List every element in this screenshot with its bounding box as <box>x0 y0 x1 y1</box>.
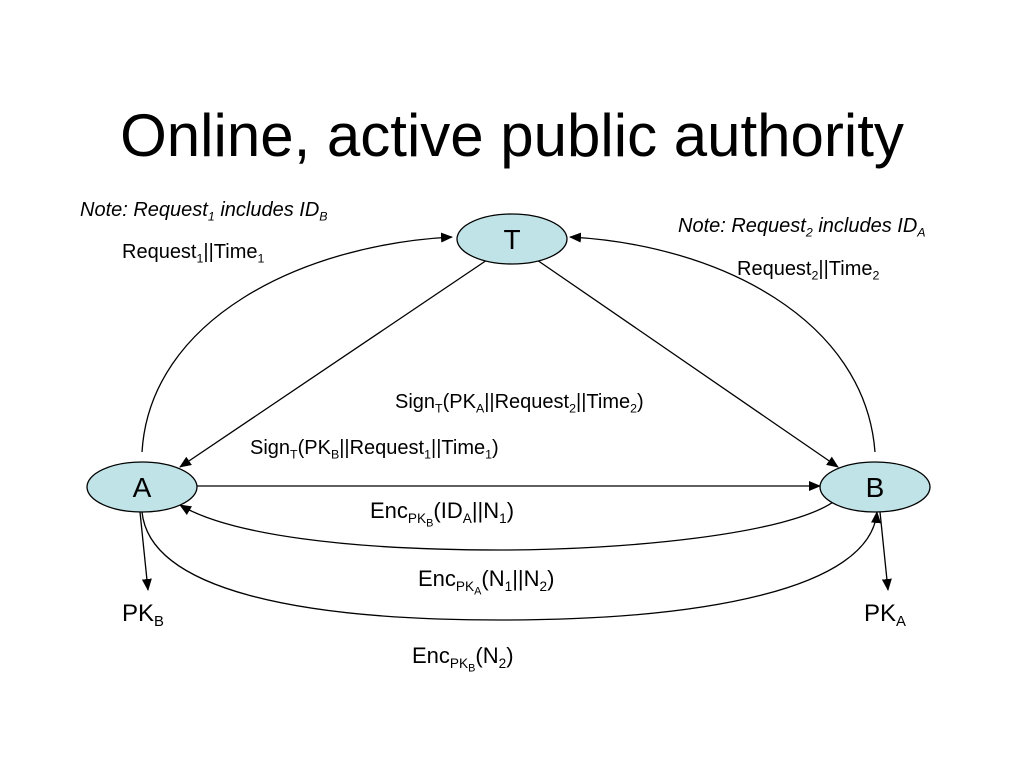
arrow-a-to-t <box>141 232 453 453</box>
arrow-t-to-a <box>179 259 488 468</box>
label-pk-b: PKB <box>122 600 164 631</box>
arrow-t-to-b <box>536 259 839 468</box>
arrow-a-to-b-lower <box>141 511 881 621</box>
node-t: T <box>456 213 568 265</box>
label-enc-n2: EncPKB(N2) <box>412 643 514 675</box>
arrow-a-to-pkb <box>139 511 152 591</box>
label-pk-a: PKA <box>864 600 906 631</box>
node-b: B <box>819 461 931 513</box>
node-t-label: T <box>503 224 520 255</box>
label-request1-time1: Request1||Time1 <box>122 241 265 266</box>
label-sign-pka: SignT(PKA||Request2||Time2) <box>395 391 644 416</box>
note-request1: Note: Request1 includes IDB <box>80 199 328 224</box>
node-b-label: B <box>866 472 885 503</box>
arrow-b-to-t <box>569 232 876 453</box>
node-a-label: A <box>133 472 152 503</box>
slide-title: Online, active public authority <box>120 102 904 169</box>
label-request2-time2: Request2||Time2 <box>737 258 880 283</box>
label-sign-pkb: SignT(PKB||Request1||Time1) <box>250 437 499 462</box>
arrow-b-to-a <box>179 499 837 551</box>
note-request2: Note: Request2 includes IDA <box>678 215 926 240</box>
node-a: A <box>86 461 198 513</box>
arrow-b-to-pka <box>879 511 892 591</box>
label-enc-n1-n2: EncPKA(N1||N2) <box>418 566 555 598</box>
label-enc-ida-n1: EncPKB(IDA||N1) <box>370 498 515 530</box>
